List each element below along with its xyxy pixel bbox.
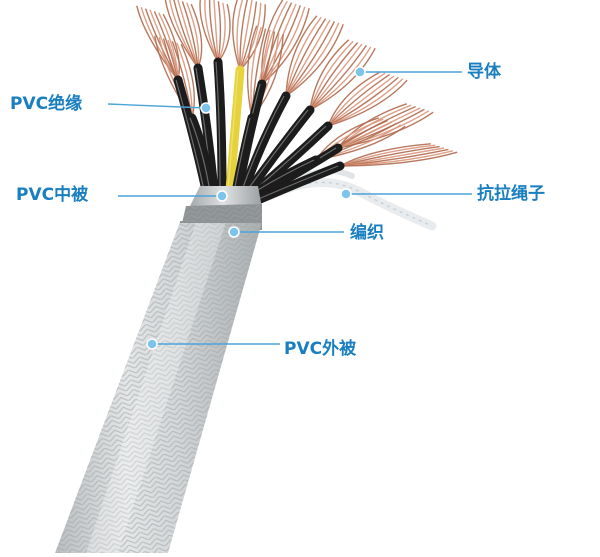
copper-strand [309,45,367,111]
copper-strand [239,4,266,71]
copper-strand [158,12,179,81]
copper-strand [309,46,372,111]
black-wire [243,105,315,197]
leader-braid-dot [228,226,240,238]
copper-strand [199,0,219,63]
copper-strand [285,15,318,97]
label-pvc-inner-sheath: PVC中被 [16,185,89,205]
copper-strand [239,0,248,71]
copper-strand [309,39,350,111]
copper-strand [217,2,226,63]
leader-pvc-outer-sheath-dot [146,338,158,350]
copper-strand [190,3,203,69]
copper-strand [169,0,199,69]
copper-strand [285,18,327,97]
copper-strand [177,0,199,69]
copper-strand [261,0,284,85]
label-conductor: 导体 [467,62,501,82]
copper-strand [204,0,219,63]
copper-strand [232,0,241,71]
yellow-wire [225,65,245,195]
copper-strand [181,1,199,69]
label-braid: 编织 [350,223,384,243]
copper-strand [285,21,336,97]
copper-strand [337,111,434,149]
copper-strand [339,144,436,167]
copper-strand [186,2,200,69]
leader-conductor-dot [354,66,366,78]
copper-strand [261,6,306,85]
leader-pvc-inner-sheath-dot [216,190,228,202]
copper-strand [309,42,359,111]
leader-tensile-rope-dot [340,188,352,200]
black-wire [213,57,227,195]
copper-strand [217,1,222,63]
leader-lines [107,66,472,350]
label-pvc-insulation: PVC绝缘 [10,94,83,114]
copper-strand [327,76,399,127]
copper-strand [327,75,395,127]
copper-strand [239,0,253,71]
copper-strand [309,40,354,111]
copper-strand [261,5,302,85]
copper-strand [164,0,199,69]
black-wire [173,75,211,195]
copper-strand [173,0,199,69]
copper-strand [327,71,382,127]
label-tensile-rope: 抗拉绳子 [477,184,545,204]
copper-strand [327,74,390,127]
copper-strand [136,5,179,81]
copper-strand [339,145,440,167]
copper-strand [208,0,219,63]
copper-strand [309,47,376,111]
copper-strand [261,2,293,85]
copper-strand [239,1,258,71]
copper-strand [217,4,231,63]
copper-strand [180,43,195,119]
copper-strand [239,2,262,71]
insulated-wires [173,57,345,205]
conductor-strands [136,0,458,167]
copper-strand [285,16,322,97]
copper-strand [176,42,193,119]
leader-pvc-insulation [107,103,207,109]
copper-strand [327,72,386,127]
copper-strand [337,110,430,149]
label-pvc-outer-sheath: PVC外被 [284,339,357,359]
copper-strand [339,151,458,167]
copper-strand [339,143,431,167]
copper-strand [246,25,258,119]
copper-strand [261,0,288,85]
copper-strand [309,43,363,111]
copper-strand [149,9,179,81]
leader-pvc-insulation-dot [200,102,212,114]
copper-strand [285,19,331,97]
copper-strand [327,79,408,127]
copper-strand [327,78,404,127]
copper-strand [285,23,344,97]
copper-strand [213,0,219,63]
black-wire [231,113,257,197]
black-wire [187,113,217,197]
copper-strand [285,22,340,97]
copper-strand [236,0,244,71]
black-wire [239,91,291,195]
black-wire [253,161,345,205]
copper-strand [153,11,179,81]
